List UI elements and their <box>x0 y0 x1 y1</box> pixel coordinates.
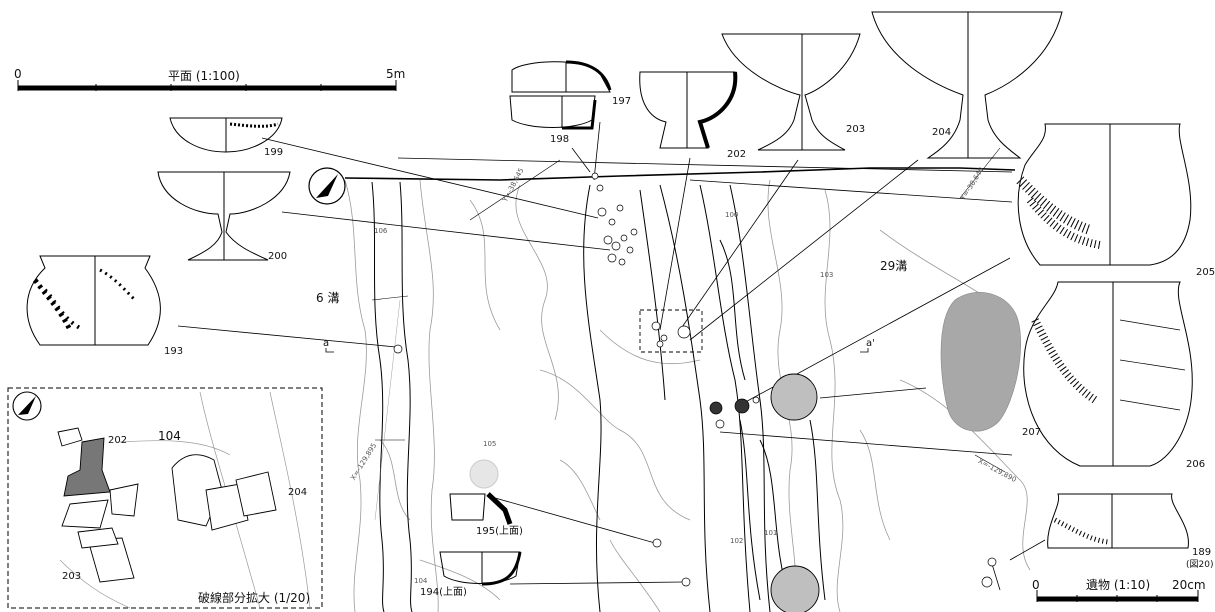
artifact-label: 193 <box>164 346 184 357</box>
artifact-206-drawing <box>1023 281 1193 467</box>
artifact-label: 189 <box>1192 547 1212 558</box>
stone-marker <box>770 373 818 421</box>
inset-frame <box>7 387 323 609</box>
inset-artifact-label: 204 <box>288 487 308 498</box>
artifact-label: 195(上面) <box>476 526 523 537</box>
artifact-label: 198 <box>550 134 570 145</box>
artifact-194-drawing <box>439 551 522 586</box>
section-line <box>325 348 869 353</box>
artifact-label: 203 <box>846 124 866 135</box>
artifact-ref: (図20) <box>1186 560 1214 570</box>
artifact-label: 206 <box>1186 459 1206 470</box>
contour-label: 102 <box>730 537 744 545</box>
contour-label: 103 <box>820 271 834 279</box>
artifact-label: 197 <box>612 96 632 107</box>
inset-contour-label: 104 <box>158 429 181 443</box>
artifact-189-drawing <box>1047 493 1189 549</box>
artifact-195-drawing <box>449 459 513 525</box>
artifact-label: 200 <box>268 251 288 262</box>
artifact-207-drawing <box>940 292 1021 432</box>
artifact-199-drawing <box>169 117 283 153</box>
artifact-198-drawing <box>509 95 597 130</box>
contour-label: 106 <box>374 227 388 235</box>
artifact-203-drawing <box>721 33 861 151</box>
artifact-label: 194(上面) <box>420 587 467 598</box>
survey-baseline <box>344 147 1016 521</box>
artifact-200-drawing <box>157 171 291 261</box>
inset-artifact-label: 203 <box>62 571 82 582</box>
enlargement-box <box>639 309 703 353</box>
artifact-label: 204 <box>932 127 952 138</box>
plan-scale-bar <box>17 80 397 91</box>
find-spots <box>393 172 997 588</box>
artifact-scale-title: 遺物 (1:10) <box>1086 578 1151 592</box>
north-arrow-icon <box>308 167 346 205</box>
artifact-label: 199 <box>264 147 284 158</box>
leader-lines <box>177 121 1046 591</box>
section-a2-label: a' <box>866 338 875 349</box>
artifact-193-drawing <box>26 255 161 346</box>
ditch-6-outline <box>371 181 413 612</box>
artifact-scale-end: 20cm <box>1172 578 1206 592</box>
artifact-scale-zero: 0 <box>1032 578 1040 592</box>
plan-scale-title: 平面 (1:100) <box>168 69 240 83</box>
inset-artifact-label: 202 <box>108 435 128 446</box>
inset-north-arrow-icon <box>12 391 42 421</box>
artifact-204-drawing <box>871 11 1063 159</box>
contour-label: 101 <box>764 529 778 537</box>
artifact-202-drawing <box>639 71 738 149</box>
contour-label: 100 <box>725 211 739 219</box>
stone-marker <box>770 565 820 612</box>
artifact-205-drawing <box>1016 123 1192 266</box>
ditch-29-label: 29溝 <box>880 259 908 273</box>
artifact-197-drawing <box>511 60 612 93</box>
artifact-scale-bar <box>1036 590 1199 602</box>
artifact-label: 207 <box>1022 427 1042 438</box>
artifact-label: 205 <box>1196 267 1215 278</box>
ditch-6-label: 6 溝 <box>316 291 340 305</box>
artifact-label: 202 <box>727 149 747 160</box>
inset-caption: 破線部分拡大 (1/20) <box>198 591 311 605</box>
plan-scale-zero: 0 <box>14 67 22 81</box>
contour-label: 105 <box>483 440 497 448</box>
plan-scale-end: 5m <box>386 67 406 81</box>
section-a-label: a <box>323 338 330 349</box>
contour-lines <box>344 179 1031 612</box>
contour-label: 104 <box>414 577 428 585</box>
